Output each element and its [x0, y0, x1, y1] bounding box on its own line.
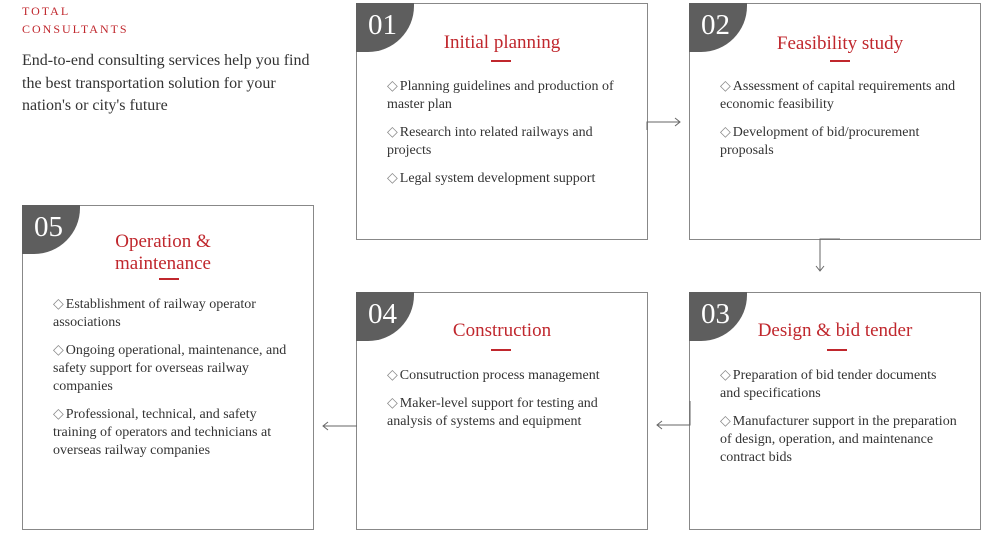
- arrow-04-to-05: [322, 421, 357, 431]
- list-item: ◇Manufacturer support in the preparation…: [720, 414, 957, 465]
- step-items: ◇Preparation of bid tender documents and…: [720, 367, 960, 477]
- list-item: ◇Consutruction process management: [387, 368, 600, 383]
- step-card-01: 01 Initial planning ◇Planning guidelines…: [356, 3, 648, 240]
- list-item: ◇Research into related railways and proj…: [387, 125, 593, 158]
- diamond-icon: ◇: [387, 125, 398, 140]
- list-item: ◇Establishment of railway operator assoc…: [53, 297, 256, 330]
- step-number-badge: 03: [689, 292, 747, 341]
- eyebrow-line-2: CONSULTANTS: [22, 22, 129, 36]
- list-item: ◇Maker-level support for testing and ana…: [387, 396, 598, 429]
- diamond-icon: ◇: [720, 414, 731, 429]
- list-item: ◇Planning guidelines and production of m…: [387, 79, 614, 112]
- step-number-badge: 04: [356, 292, 414, 341]
- diamond-icon: ◇: [720, 368, 731, 383]
- step-title: Design & bid tender: [757, 320, 913, 341]
- step-number-badge: 02: [689, 3, 747, 52]
- diamond-icon: ◇: [387, 368, 398, 383]
- title-underline: [159, 278, 179, 280]
- step-title: Construction: [452, 320, 552, 341]
- diamond-icon: ◇: [387, 79, 398, 94]
- step-title: Operation & maintenance: [114, 231, 211, 274]
- list-item: ◇Ongoing operational, maintenance, and s…: [53, 343, 287, 394]
- step-title: Feasibility study: [776, 33, 904, 54]
- step-items: ◇Planning guidelines and production of m…: [387, 78, 627, 198]
- diamond-icon: ◇: [53, 407, 64, 422]
- list-item: ◇Assessment of capital requirements and …: [720, 79, 956, 112]
- step-title: Initial planning: [443, 32, 561, 53]
- title-underline: [827, 349, 847, 351]
- diamond-icon: ◇: [720, 79, 731, 94]
- diamond-icon: ◇: [720, 125, 731, 140]
- list-item: ◇Professional, technical, and safety tra…: [53, 407, 272, 458]
- arrow-02-to-03: [815, 238, 840, 272]
- diamond-icon: ◇: [53, 297, 64, 312]
- title-underline: [491, 60, 511, 62]
- step-card-02: 02 Feasibility study ◇Assessment of capi…: [689, 3, 981, 240]
- arrow-03-to-04: [656, 401, 691, 430]
- title-underline: [830, 60, 850, 62]
- diamond-icon: ◇: [53, 343, 64, 358]
- title-underline: [491, 349, 511, 351]
- list-item: ◇Preparation of bid tender documents and…: [720, 368, 937, 401]
- eyebrow: TOTAL CONSULTANTS: [22, 2, 129, 38]
- step-items: ◇Assessment of capital requirements and …: [720, 78, 965, 170]
- step-number-badge: 05: [22, 205, 80, 254]
- diamond-icon: ◇: [387, 171, 398, 186]
- diamond-icon: ◇: [387, 396, 398, 411]
- list-item: ◇Development of bid/procurement proposal…: [720, 125, 920, 158]
- list-item: ◇Legal system development support: [387, 171, 596, 186]
- step-items: ◇Consutruction process management ◇Maker…: [387, 367, 627, 441]
- step-card-03: 03 Design & bid tender ◇Preparation of b…: [689, 292, 981, 530]
- step-card-05: 05 Operation & maintenance ◇Establishmen…: [22, 205, 314, 530]
- eyebrow-line-1: TOTAL: [22, 4, 71, 18]
- step-items: ◇Establishment of railway operator assoc…: [53, 296, 298, 470]
- step-card-04: 04 Construction ◇Consutruction process m…: [356, 292, 648, 530]
- arrow-01-to-02: [646, 117, 681, 130]
- step-number-badge: 01: [356, 3, 414, 52]
- intro-text: End-to-end consulting services help you …: [22, 52, 310, 114]
